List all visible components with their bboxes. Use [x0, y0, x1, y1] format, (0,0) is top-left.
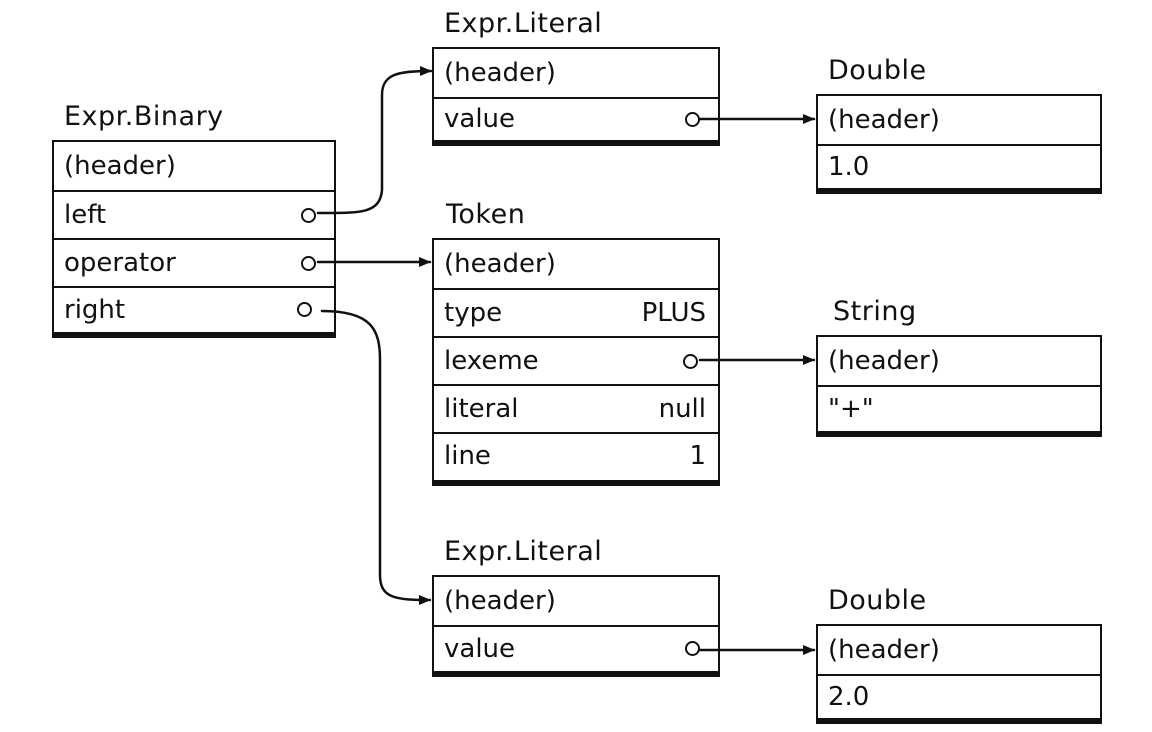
literal-top-value-label: value [444, 104, 516, 134]
binary-header-label: (header) [64, 151, 176, 181]
arrow-right-to-literal-bottom [320, 309, 432, 605]
binary-right-label: right [64, 294, 126, 325]
binary-operator-row: operator [54, 238, 334, 286]
token-type-value: PLUS [641, 298, 706, 328]
double-top-value-label: 1.0 [828, 151, 870, 182]
literal-top-object: (header) value [432, 47, 720, 142]
token-header-label: (header) [444, 249, 556, 279]
string-value-row: "+" [818, 385, 1100, 430]
token-literal-label: literal [444, 394, 519, 424]
literal-top-header-label: (header) [444, 58, 556, 88]
token-line-row: line 1 [434, 432, 718, 477]
binary-operator-label: operator [64, 248, 176, 278]
binary-object: (header) left operator right [52, 140, 336, 334]
literal-top-value-row: value [434, 97, 718, 139]
literal-bottom-header-row: (header) [434, 577, 718, 625]
token-header-row: (header) [434, 240, 718, 288]
token-line-value: 1 [689, 440, 706, 471]
token-title: Token [446, 199, 526, 230]
string-header-row: (header) [818, 337, 1100, 385]
binary-title: Expr.Binary [64, 101, 224, 132]
binary-left-row: left [54, 190, 334, 238]
token-literal-row: literal null [434, 384, 718, 432]
string-title: String [833, 296, 917, 327]
double-top-header-label: (header) [828, 105, 940, 135]
literal-bottom-object: (header) value [432, 575, 720, 673]
literal-bottom-value-row: value [434, 625, 718, 670]
double-bottom-value-row: 2.0 [818, 674, 1100, 717]
string-object: (header) "+" [816, 335, 1102, 433]
double-bottom-header-label: (header) [828, 635, 940, 665]
binary-right-row: right [54, 286, 334, 331]
pointer-dot-icon [297, 302, 312, 317]
binary-left-label: left [64, 200, 107, 230]
double-top-header-row: (header) [818, 96, 1100, 144]
double-bottom-header-row: (header) [818, 626, 1100, 674]
token-lexeme-label: lexeme [444, 346, 539, 376]
pointer-dot-icon [683, 353, 698, 369]
token-object: (header) type PLUS lexeme literal null lin… [432, 238, 720, 482]
literal-top-title: Expr.Literal [444, 8, 603, 39]
double-bottom-title: Double [828, 585, 927, 616]
double-top-object: (header) 1.0 [816, 94, 1102, 190]
double-top-value-row: 1.0 [818, 144, 1100, 187]
double-bottom-object: (header) 2.0 [816, 624, 1102, 720]
literal-bottom-header-label: (header) [444, 586, 556, 616]
token-type-row: type PLUS [434, 288, 718, 336]
pointer-dot-icon [685, 111, 700, 127]
double-bottom-value-label: 2.0 [828, 681, 870, 712]
literal-bottom-title: Expr.Literal [444, 536, 603, 567]
string-value-label: "+" [828, 393, 874, 424]
binary-header-row: (header) [54, 142, 334, 190]
token-literal-value: null [658, 394, 706, 424]
literal-top-header-row: (header) [434, 49, 718, 97]
pointer-dot-icon [301, 255, 316, 271]
token-lexeme-row: lexeme [434, 336, 718, 384]
string-header-label: (header) [828, 346, 940, 376]
token-type-label: type [444, 298, 503, 328]
token-line-label: line [444, 440, 491, 471]
pointer-dot-icon [301, 207, 316, 223]
pointer-dot-icon [685, 641, 700, 656]
literal-bottom-value-label: value [444, 633, 516, 664]
double-top-title: Double [828, 55, 927, 86]
